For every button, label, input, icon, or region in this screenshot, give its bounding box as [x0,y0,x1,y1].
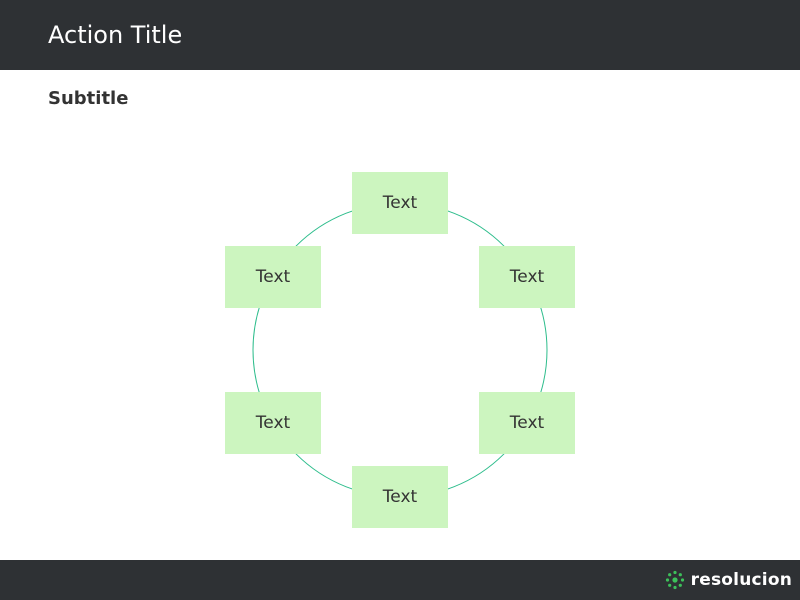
cycle-node-bottom: Text [352,466,448,528]
header-bar: Action Title [0,0,800,70]
brand-logo: resolucion [665,569,792,591]
cycle-node-lower-left: Text [225,392,321,454]
footer-bar: resolucion [0,560,800,600]
brand-name: resolucion [690,570,792,590]
cycle-node-upper-right: Text [479,246,575,308]
page-subtitle: Subtitle [48,88,129,109]
cycle-node-top: Text [352,172,448,234]
resolucion-logo-icon [665,570,684,590]
page-title: Action Title [48,21,183,49]
cycle-node-upper-left: Text [225,246,321,308]
cycle-node-lower-right: Text [479,392,575,454]
